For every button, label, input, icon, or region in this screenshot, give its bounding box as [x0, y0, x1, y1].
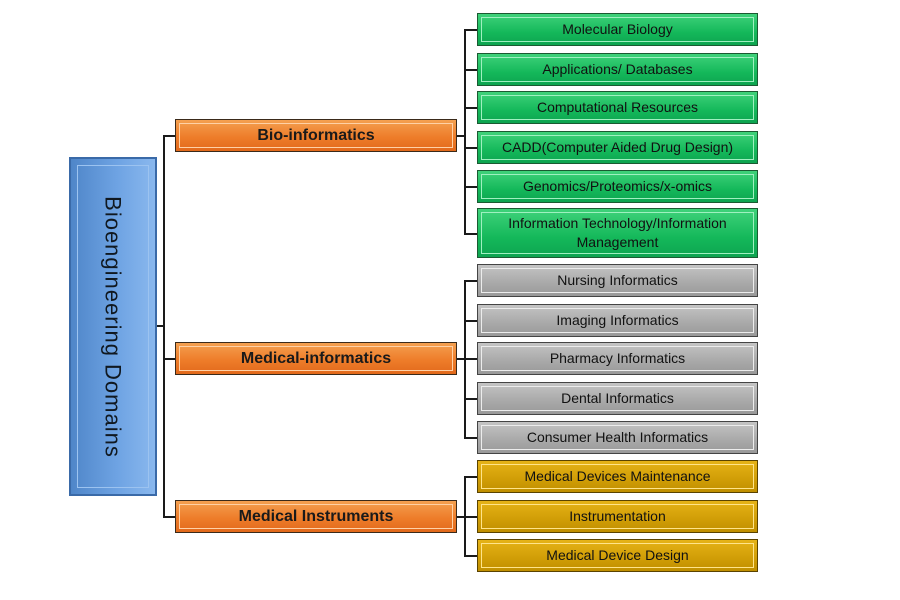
tick [464, 69, 477, 71]
tick [464, 555, 477, 557]
connector-med-out [457, 358, 466, 360]
tick [464, 516, 477, 518]
connector-instr-out [457, 516, 466, 518]
leaf-applications-databases: Applications/ Databases [477, 53, 758, 86]
tick [464, 476, 477, 478]
leaf-imaging-informatics: Imaging Informatics [477, 304, 758, 337]
leaf-cadd: CADD(Computer Aided Drug Design) [477, 131, 758, 164]
tick [464, 437, 477, 439]
leaf-medical-devices-maintenance: Medical Devices Maintenance [477, 460, 758, 493]
leaf-consumer-health-informatics: Consumer Health Informatics [477, 421, 758, 454]
tick [464, 107, 477, 109]
connector-bio-out [457, 135, 466, 137]
leaf-information-technology: Information Technology/Information Manag… [477, 208, 758, 258]
connector-bio-trunk [464, 29, 466, 235]
leaf-nursing-informatics: Nursing Informatics [477, 264, 758, 297]
connector-root-out [156, 325, 165, 327]
leaf-pharmacy-informatics: Pharmacy Informatics [477, 342, 758, 375]
leaf-molecular-biology: Molecular Biology [477, 13, 758, 46]
leaf-genomics-proteomics: Genomics/Proteomics/x-omics [477, 170, 758, 203]
tick [464, 398, 477, 400]
root-label: Bioengineering Domains [100, 195, 126, 458]
tick [464, 147, 477, 149]
leaf-computational-resources: Computational Resources [477, 91, 758, 124]
tick [464, 358, 477, 360]
tick [464, 280, 477, 282]
leaf-dental-informatics: Dental Informatics [477, 382, 758, 415]
tick [464, 186, 477, 188]
root-inner-border [77, 165, 149, 488]
tick [464, 320, 477, 322]
branch-bio-informatics: Bio-informatics [175, 119, 457, 152]
branch-medical-instruments: Medical Instruments [175, 500, 457, 533]
leaf-medical-device-design: Medical Device Design [477, 539, 758, 572]
leaf-instrumentation: Instrumentation [477, 500, 758, 533]
connector-to-instr [163, 516, 176, 518]
connector-to-med [163, 358, 176, 360]
connector-to-bio [163, 135, 176, 137]
tick [464, 233, 477, 235]
root-node: Bioengineering Domains [69, 157, 157, 496]
tick [464, 29, 477, 31]
branch-medical-informatics: Medical-informatics [175, 342, 457, 375]
